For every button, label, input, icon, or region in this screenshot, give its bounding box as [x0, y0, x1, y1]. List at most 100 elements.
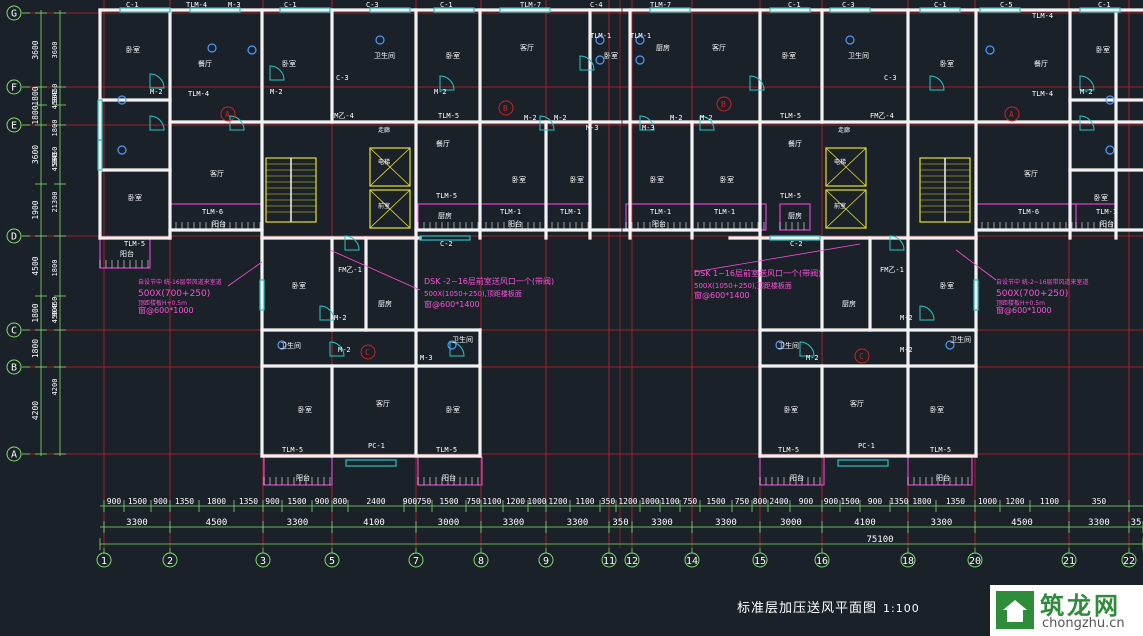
dim-value: 1500: [840, 497, 859, 506]
element-tag: M-3: [642, 124, 655, 132]
axis-bubble-h: [6, 228, 22, 244]
dim-value: 3300: [931, 518, 953, 528]
sanitary-fixtures: [117, 35, 1115, 350]
door-swing: [439, 75, 455, 91]
dim-value: 3300: [1088, 518, 1110, 528]
room-label: 卧室: [292, 281, 306, 290]
annotation-text: 自设节中 统-2~16层带风道来室道: [996, 278, 1089, 286]
window: [345, 459, 397, 467]
element-tag: C-3: [366, 1, 379, 9]
toilet-fixture: [447, 340, 457, 350]
room-labels: 卧室餐厅卧室卫生间卧室客厅卧室厨房客厅卧室卫生间卧室餐厅卧室卧室客厅餐厅卧室卧室…: [120, 43, 1114, 482]
axis-label-h: F: [11, 83, 17, 94]
window: [769, 7, 811, 13]
unit-marker-letter: B: [721, 100, 726, 109]
axis-label-v: 7: [413, 556, 419, 567]
annotation-text: DSK 1~16层前室送风口一个(带阀): [694, 268, 821, 278]
dim-value: 1800: [207, 497, 226, 506]
dim-value: 1900: [31, 200, 40, 219]
element-tag: TLM-1: [500, 208, 521, 216]
toilet-fixture: [635, 55, 645, 65]
element-tag: FM乙-4: [870, 112, 894, 120]
window: [769, 235, 821, 241]
dim-value: 4200: [31, 401, 40, 420]
element-tag: TLM-5: [438, 112, 459, 120]
element-tag: M-2: [900, 346, 913, 354]
dim-value: 3300: [126, 518, 148, 528]
annotation-text: 顶距楼板H+0.5m: [138, 299, 187, 307]
element-tag: M-2: [270, 88, 283, 96]
room-label: 阳台: [1100, 219, 1114, 228]
axis-label-h: D: [11, 232, 17, 243]
axis-bubble-h: [6, 79, 22, 95]
dim-value: 800: [753, 497, 768, 506]
element-tag: TLM-6: [202, 208, 223, 216]
annotation-text: 顶距楼板H+0.5m: [996, 299, 1045, 307]
window: [189, 7, 241, 13]
axis-bubble-v: [96, 552, 112, 568]
room-label: 卫生间: [280, 341, 301, 350]
unit-marker-letter: A: [1009, 110, 1014, 119]
element-tag: TLM-5: [282, 446, 303, 454]
annotation-text: 500X(700+250): [996, 289, 1068, 299]
dim-value: 1100: [660, 497, 679, 506]
dim-value: 1500: [706, 497, 725, 506]
window: [973, 279, 979, 311]
room-label: 卫生间: [848, 51, 869, 60]
element-tag: M-2: [150, 88, 163, 96]
element-tag: TLM-5: [436, 446, 457, 454]
axis-label-v: 2: [167, 556, 173, 567]
dim-value: 450: [51, 97, 59, 110]
element-tag: M-2: [900, 314, 913, 322]
window: [829, 7, 871, 13]
axis-bubble-v: [752, 552, 768, 568]
room-label: 餐厅: [1034, 59, 1048, 68]
room-label: 卧室: [604, 51, 618, 60]
element-tag: TLM-1: [630, 32, 651, 40]
element-tag: C-3: [336, 74, 349, 82]
toilet-fixture: [117, 145, 127, 155]
element-tag: M-2: [806, 354, 819, 362]
site-logo[interactable]: 筑龙网 chongzhu.cn: [990, 585, 1143, 636]
element-tag: C-1: [934, 1, 947, 9]
dim-value: 4100: [854, 518, 876, 528]
unit-marker-letter: A: [225, 110, 230, 119]
element-tag: C-4: [590, 1, 603, 9]
window: [433, 7, 475, 13]
axis-label-v: 3: [260, 556, 266, 567]
dim-value: 4200: [51, 379, 59, 396]
elevator-shafts: [369, 147, 867, 229]
element-tag: TLM-1: [590, 32, 611, 40]
element-tag: FM乙-1: [880, 266, 904, 274]
window: [919, 7, 961, 13]
room-label: 卧室: [720, 175, 734, 184]
room-label: 卧室: [128, 193, 142, 202]
window: [979, 7, 1021, 13]
axis-label-v: 1: [101, 556, 107, 567]
element-tag: TLM-1: [1096, 208, 1117, 216]
balcony-outline: [625, 203, 767, 231]
dim-value: 900: [868, 497, 883, 506]
element-tag: C-1: [284, 1, 297, 9]
door-swing: [149, 115, 165, 131]
unit-marker-circle: [1004, 106, 1020, 122]
drawing-scale: 1:100: [883, 602, 920, 615]
element-tag: M-2: [524, 114, 537, 122]
annotation-text: 500X(1050+250),顶距楼板面: [694, 281, 792, 290]
axis-label-v: 18: [902, 556, 914, 567]
dim-value: 1000: [527, 497, 546, 506]
shaft-cross: [825, 189, 867, 229]
dim-value: 1200: [506, 497, 525, 506]
dim-value: 1800: [31, 105, 40, 124]
room-label: 客厅: [210, 169, 224, 178]
element-tag: M-3: [586, 124, 599, 132]
dim-value: 1350: [889, 497, 908, 506]
room-label: 客厅: [1024, 169, 1038, 178]
dim-value: 2400: [366, 497, 385, 506]
door-swing: [749, 75, 765, 91]
door-swing: [929, 75, 945, 91]
window: [259, 279, 265, 311]
annotation-text: 自设节中 统-16层带风道来室道: [138, 278, 222, 286]
room-label: 厨房: [842, 299, 856, 308]
